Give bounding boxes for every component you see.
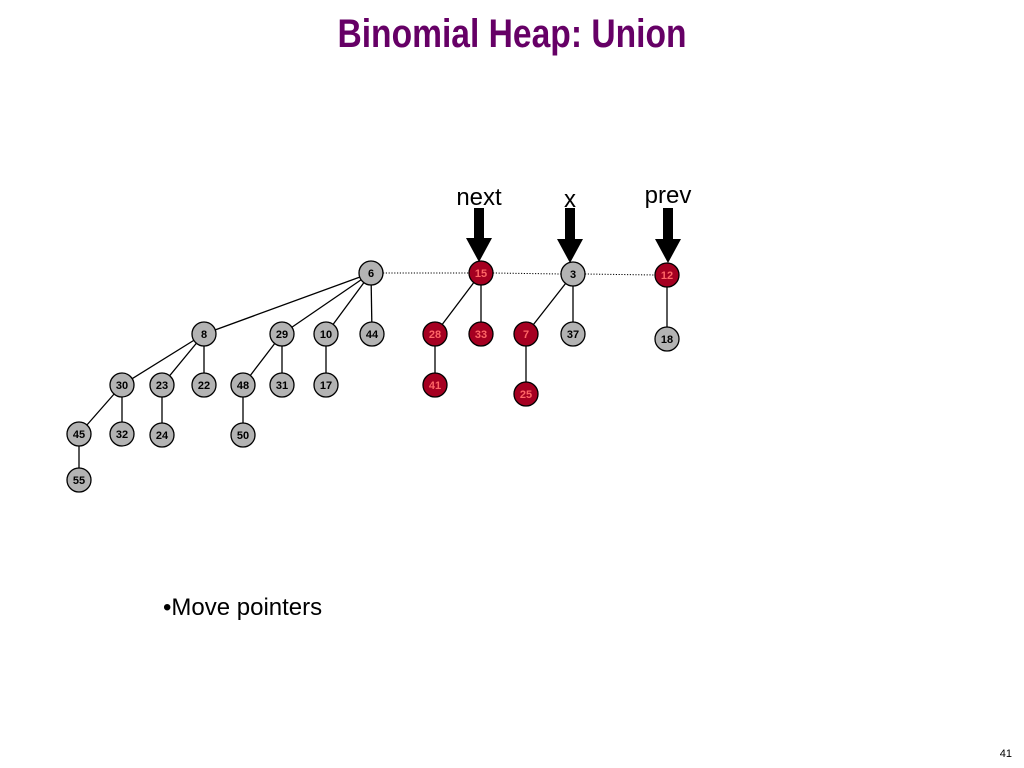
pointer-label-next: next (456, 184, 502, 211)
node-key-label: 22 (198, 380, 210, 392)
pointer-arrows (466, 208, 681, 263)
node-30: 30 (109, 372, 135, 398)
node-key-label: 23 (156, 380, 168, 392)
edge-3-7 (525, 273, 574, 335)
node-23: 23 (149, 372, 175, 398)
pointer-label-x: x (564, 186, 576, 213)
edge-6-8 (203, 272, 372, 335)
node-circle (109, 372, 135, 398)
node-circle (358, 260, 384, 286)
node-circle (109, 421, 135, 447)
node-key-label: 25 (520, 389, 532, 401)
node-22: 22 (191, 372, 217, 398)
node-key-label: 28 (429, 329, 441, 341)
node-key-label: 10 (320, 329, 332, 341)
node-key-label: 50 (237, 430, 249, 442)
node-circle (513, 381, 539, 407)
bullet-move-pointers: •Move pointers (163, 594, 323, 621)
node-28: 28 (422, 321, 448, 347)
node-key-label: 37 (567, 329, 579, 341)
node-31: 31 (269, 372, 295, 398)
root-link-15-3 (492, 272, 562, 275)
node-circle (149, 422, 175, 448)
node-circle (191, 372, 217, 398)
root-list-links (383, 272, 656, 276)
node-circle (654, 262, 680, 288)
node-key-label: 41 (429, 380, 441, 392)
node-key-label: 30 (116, 380, 128, 392)
node-6: 6 (358, 260, 384, 286)
node-50: 50 (230, 422, 256, 448)
node-key-label: 44 (366, 329, 379, 341)
node-circle (191, 321, 217, 347)
node-45: 45 (66, 421, 92, 447)
node-key-label: 55 (73, 475, 85, 487)
node-circle (230, 422, 256, 448)
node-key-label: 8 (201, 329, 207, 341)
node-key-label: 6 (368, 268, 374, 280)
node-circle (560, 321, 586, 347)
node-circle (513, 321, 539, 347)
node-15: 15 (468, 260, 494, 286)
node-circle (313, 321, 339, 347)
node-8: 8 (191, 321, 217, 347)
node-3: 3 (560, 261, 586, 287)
node-key-label: 3 (570, 269, 576, 281)
node-17: 17 (313, 372, 339, 398)
node-25: 25 (513, 381, 539, 407)
node-key-label: 31 (276, 380, 288, 392)
node-circle (149, 372, 175, 398)
node-key-label: 33 (475, 329, 487, 341)
node-key-label: 15 (475, 268, 487, 280)
edge-8-30 (121, 333, 205, 386)
node-24: 24 (149, 422, 175, 448)
node-circle (560, 261, 586, 287)
node-key-label: 17 (320, 380, 332, 392)
node-key-label: 45 (73, 429, 85, 441)
node-circle (66, 467, 92, 493)
node-12: 12 (654, 262, 680, 288)
node-37: 37 (560, 321, 586, 347)
node-circle (422, 321, 448, 347)
node-key-label: 7 (523, 329, 529, 341)
node-key-label: 24 (156, 430, 169, 442)
node-10: 10 (313, 321, 339, 347)
node-circle (313, 372, 339, 398)
node-circle (269, 321, 295, 347)
node-circle (359, 321, 385, 347)
node-circle (269, 372, 295, 398)
node-circle (66, 421, 92, 447)
node-key-label: 48 (237, 380, 249, 392)
node-48: 48 (230, 372, 256, 398)
page-number: 41 (999, 748, 1012, 760)
node-key-label: 12 (661, 270, 673, 282)
node-circle (468, 321, 494, 347)
pointer-arrow-prev (655, 208, 681, 263)
edge-15-28 (434, 272, 482, 335)
node-circle (654, 326, 680, 352)
pointer-arrow-next (466, 208, 492, 262)
node-key-label: 32 (116, 429, 128, 441)
node-key-label: 29 (276, 329, 288, 341)
pointer-arrow-x (557, 208, 583, 263)
node-circle (230, 372, 256, 398)
node-29: 29 (269, 321, 295, 347)
node-circle (422, 372, 448, 398)
node-32: 32 (109, 421, 135, 447)
node-44: 44 (359, 321, 385, 347)
node-33: 33 (468, 321, 494, 347)
slide-title: Binomial Heap: Union (337, 12, 687, 56)
node-key-label: 18 (661, 334, 673, 346)
node-18: 18 (654, 326, 680, 352)
node-7: 7 (513, 321, 539, 347)
node-circle (468, 260, 494, 286)
pointer-label-prev: prev (644, 182, 692, 209)
node-55: 55 (66, 467, 92, 493)
node-41: 41 (422, 372, 448, 398)
root-link-3-12 (584, 273, 656, 276)
edge-6-29 (281, 272, 372, 335)
